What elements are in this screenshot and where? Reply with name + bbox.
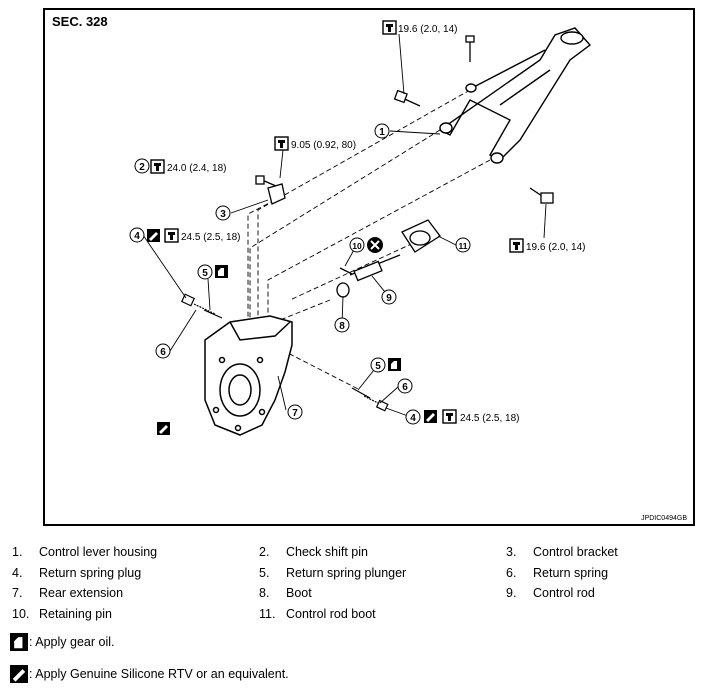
callout-11: 11 [459, 241, 468, 251]
left-spring-assembly [180, 293, 223, 319]
rear-extension [204, 315, 293, 436]
callout-1: 1 [379, 127, 385, 138]
callout-8: 8 [339, 321, 345, 332]
section-label: SEC. 328 [52, 14, 108, 29]
sealant-tube-icon [147, 229, 160, 242]
diagram-frame: SEC. 328 JPDIC0494GB [43, 8, 695, 526]
torque-plug-left: 24.5 (2.5, 18) [181, 232, 240, 243]
torque-top: 19.6 (2.0, 14) [398, 24, 457, 35]
torque-wrench-icon [382, 20, 397, 35]
note-silicone: : Apply Genuine Silicone RTV or an equiv… [10, 665, 289, 683]
callout-5-left: 5 [202, 268, 208, 279]
exploded-view-drawing: 1 2 3 4 5 6 7 8 9 10 11 5 6 4 19.6 (2.0,… [129, 20, 592, 436]
torque-check-pin: 9.05 (0.92, 80) [291, 140, 356, 151]
callout-2: 2 [139, 162, 145, 173]
sealant-tube-icon [424, 410, 437, 423]
callout-10: 10 [352, 241, 362, 251]
bolts [255, 35, 554, 204]
callout-markers [129, 123, 471, 425]
sealant-tube-icon [157, 422, 170, 435]
callout-6-right: 6 [402, 382, 408, 393]
torque-wrench-icon [274, 136, 289, 151]
torque-wrench-icon [150, 159, 165, 174]
oil-can-icon [10, 633, 28, 651]
torque-right: 19.6 (2.0, 14) [526, 242, 585, 253]
torque-wrench-icon [164, 228, 179, 243]
torque-wrench-icon [442, 409, 457, 424]
callout-6-left: 6 [160, 347, 166, 358]
callout-4-right: 4 [410, 413, 416, 424]
control-lever-housing [438, 27, 592, 164]
figure-code: JPDIC0494GB [641, 515, 687, 522]
oil-can-icon [215, 265, 228, 278]
callout-9: 9 [386, 293, 392, 304]
control-rod-assembly [336, 219, 441, 298]
torque-wrench-icon [509, 238, 524, 253]
callout-4-left: 4 [134, 231, 140, 242]
do-not-reuse-icon [367, 237, 383, 253]
callout-3: 3 [220, 209, 226, 220]
torque-pin: 24.0 (2.4, 18) [167, 163, 226, 174]
oil-can-icon [388, 358, 401, 371]
control-bracket [267, 183, 286, 205]
note-gear-oil: : Apply gear oil. [10, 633, 114, 651]
callout-7: 7 [292, 408, 298, 419]
torque-plug-right: 24.5 (2.5, 18) [460, 413, 519, 424]
sealant-tube-icon [10, 665, 28, 683]
callout-5-right: 5 [375, 361, 381, 372]
right-spring-assembly [351, 387, 389, 412]
